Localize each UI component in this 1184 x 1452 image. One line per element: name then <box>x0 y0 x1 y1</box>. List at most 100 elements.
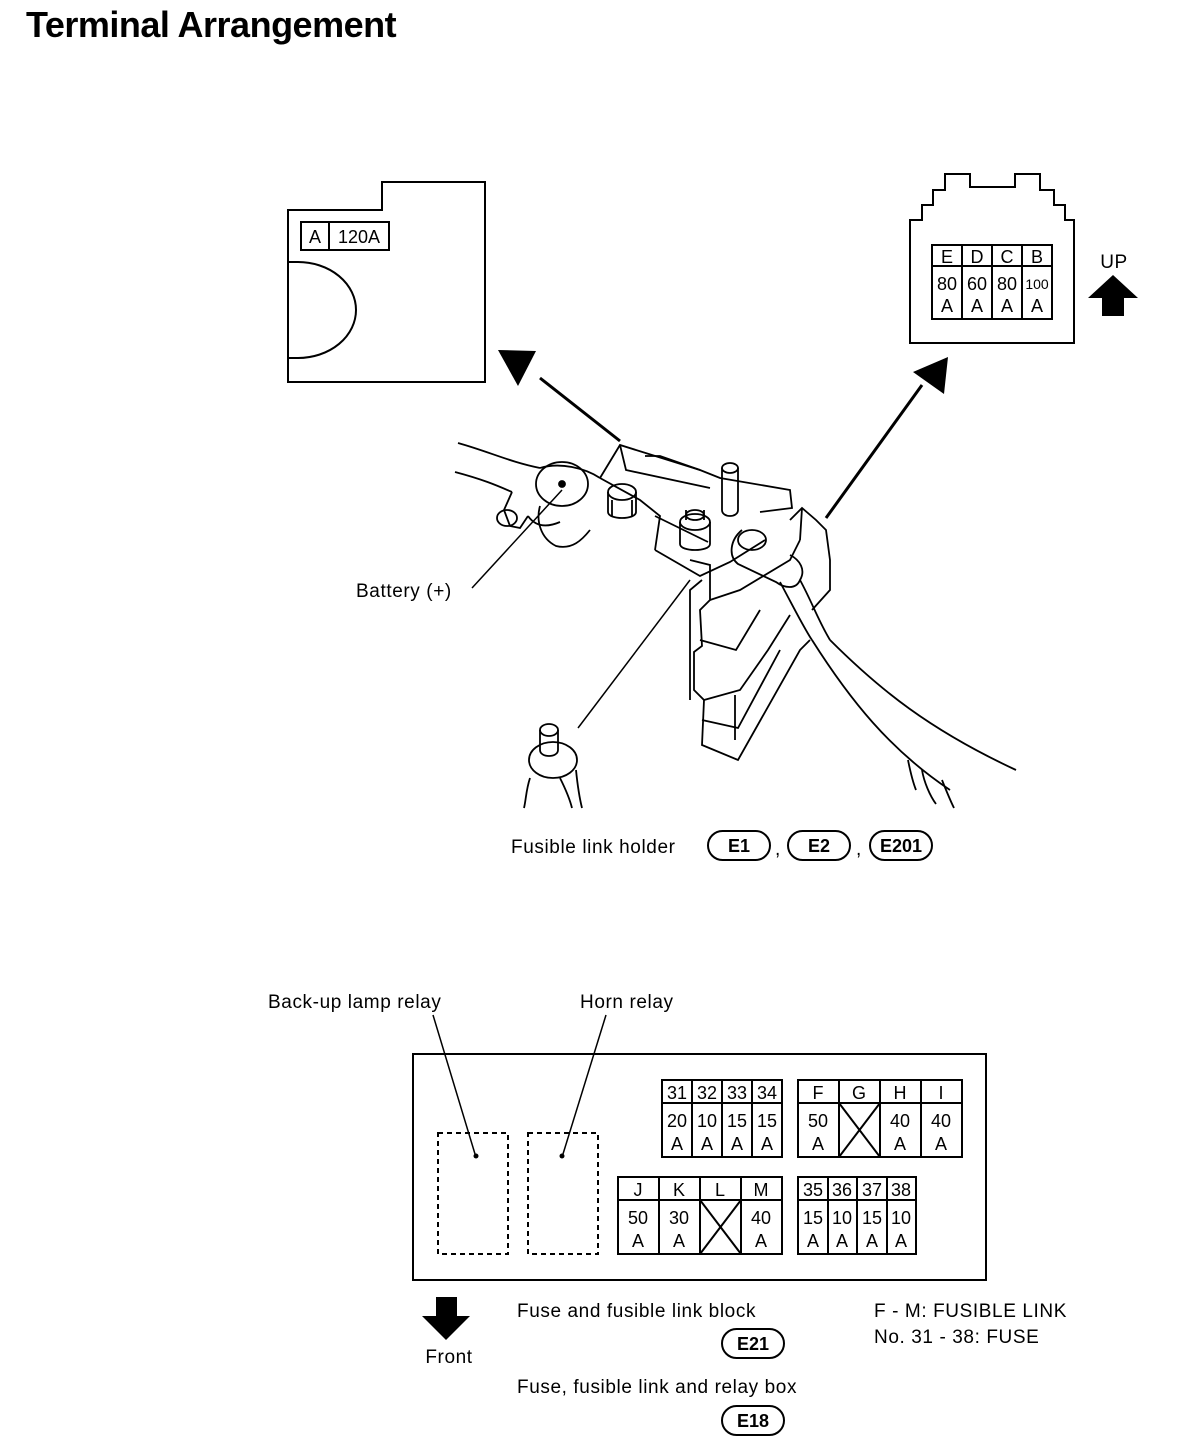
horn-relay-leader-line <box>562 1014 607 1155</box>
fuse-36-header: 36 <box>832 1180 852 1200</box>
legend-fuse: No. 31 - 38: FUSE <box>874 1327 1039 1348</box>
link-m-value: 40 <box>751 1208 771 1228</box>
terminal-b-unit: A <box>1031 296 1043 316</box>
fuse-36-unit: A <box>836 1231 848 1251</box>
relay-box-outline <box>412 1053 987 1281</box>
terminal-d-unit: A <box>971 296 983 316</box>
link-k-value: 30 <box>669 1208 689 1228</box>
terminal-box-bcde: E D C B 80 60 80 100 A A A A <box>909 173 1075 344</box>
fuse-33-header: 33 <box>727 1083 747 1103</box>
terminal-a-letter: A <box>309 227 321 247</box>
up-label: UP <box>1100 252 1128 273</box>
fuse-34-header: 34 <box>757 1083 777 1103</box>
horn-relay-slot <box>527 1132 599 1255</box>
fuse-block-label: Fuse and fusible link block <box>517 1301 756 1322</box>
connector-e2-label: E2 <box>808 836 830 856</box>
fuse-38-value: 10 <box>891 1208 911 1228</box>
connector-e2-badge <box>787 830 851 861</box>
connector-e1-badge <box>707 830 771 861</box>
link-i-value: 40 <box>931 1111 951 1131</box>
link-k-unit: A <box>673 1231 685 1251</box>
terminal-e-letter: E <box>941 247 953 267</box>
terminal-b-letter: B <box>1031 247 1043 267</box>
fusible-link-grid-f-i: F G H I 50 40 40 A A A <box>797 1079 963 1158</box>
fuse-34-unit: A <box>761 1134 773 1154</box>
connector-e18-label: E18 <box>737 1411 769 1431</box>
backup-lamp-relay-slot <box>437 1132 509 1255</box>
terminal-c-letter: C <box>1001 247 1014 267</box>
connector-e201-badge <box>869 830 933 861</box>
connector-e21-badge <box>721 1328 785 1359</box>
backup-lamp-relay-label: Back-up lamp relay <box>268 992 441 1013</box>
fuse-34-value: 15 <box>757 1111 777 1131</box>
link-l-header: L <box>715 1180 725 1200</box>
link-m-header: M <box>754 1180 769 1200</box>
legend-fusible-link: F - M: FUSIBLE LINK <box>874 1301 1067 1322</box>
fuse-35-header: 35 <box>803 1180 823 1200</box>
terminal-box-a: A 120A <box>287 181 486 383</box>
fuse-35-unit: A <box>807 1231 819 1251</box>
battery-fusible-holder-illustration <box>454 442 1017 809</box>
fuse-31-value: 20 <box>667 1111 687 1131</box>
fusible-link-grid-j-m: J K L M 50 30 40 A A A <box>617 1176 783 1255</box>
link-j-value: 50 <box>628 1208 648 1228</box>
fuse-32-value: 10 <box>697 1111 717 1131</box>
link-f-header: F <box>813 1083 824 1103</box>
connector-e18-badge <box>721 1405 785 1436</box>
up-arrow-icon <box>1088 275 1138 316</box>
fuse-38-unit: A <box>895 1231 907 1251</box>
horn-relay-label: Horn relay <box>580 992 674 1013</box>
terminal-c-value: 80 <box>997 274 1017 294</box>
link-h-unit: A <box>894 1134 906 1154</box>
battery-label: Battery (+) <box>356 581 452 602</box>
link-h-header: H <box>894 1083 907 1103</box>
fuse-grid-31-34: 31 32 33 34 20 10 15 15 A A A A <box>661 1079 783 1158</box>
link-i-unit: A <box>935 1134 947 1154</box>
connector-e21-label: E21 <box>737 1334 769 1354</box>
terminal-c-unit: A <box>1001 296 1013 316</box>
fuse-32-header: 32 <box>697 1083 717 1103</box>
fuse-33-unit: A <box>731 1134 743 1154</box>
link-f-value: 50 <box>808 1111 828 1131</box>
fuse-35-value: 15 <box>803 1208 823 1228</box>
front-label: Front <box>425 1347 472 1368</box>
fuse-36-value: 10 <box>832 1208 852 1228</box>
fuse-31-header: 31 <box>667 1083 687 1103</box>
connector-separator-2: , <box>856 839 862 860</box>
terminal-b-value: 100 <box>1025 276 1049 292</box>
page-title: Terminal Arrangement <box>26 4 397 45</box>
link-g-header: G <box>852 1083 866 1103</box>
terminal-a-rating: 120A <box>338 227 380 247</box>
relay-box-label: Fuse, fusible link and relay box <box>517 1377 797 1398</box>
arrow-to-box-a <box>498 350 621 443</box>
arrow-to-box-bcde <box>824 357 948 519</box>
ground-leader-line <box>577 579 691 729</box>
link-j-header: J <box>634 1180 643 1200</box>
fuse-37-unit: A <box>866 1231 878 1251</box>
fuse-37-value: 15 <box>862 1208 882 1228</box>
backup-relay-leader-line <box>432 1014 476 1155</box>
terminal-e-unit: A <box>941 296 953 316</box>
terminal-d-value: 60 <box>967 274 987 294</box>
link-i-header: I <box>938 1083 943 1103</box>
fuse-37-header: 37 <box>862 1180 882 1200</box>
link-k-header: K <box>673 1180 685 1200</box>
fusible-holder-label: Fusible link holder <box>511 837 676 858</box>
link-m-unit: A <box>755 1231 767 1251</box>
front-arrow-icon <box>422 1297 470 1340</box>
terminal-e-value: 80 <box>937 274 957 294</box>
connector-e1-label: E1 <box>728 836 750 856</box>
connector-separator-1: , <box>775 839 781 860</box>
battery-leader-line <box>471 489 563 589</box>
link-h-value: 40 <box>890 1111 910 1131</box>
terminal-d-letter: D <box>971 247 984 267</box>
link-f-unit: A <box>812 1134 824 1154</box>
fuse-33-value: 15 <box>727 1111 747 1131</box>
fuse-grid-35-38: 35 36 37 38 15 10 15 10 A A A A <box>797 1176 917 1255</box>
link-j-unit: A <box>632 1231 644 1251</box>
fuse-32-unit: A <box>701 1134 713 1154</box>
fuse-31-unit: A <box>671 1134 683 1154</box>
connector-e201-label: E201 <box>880 836 922 856</box>
fuse-38-header: 38 <box>891 1180 911 1200</box>
